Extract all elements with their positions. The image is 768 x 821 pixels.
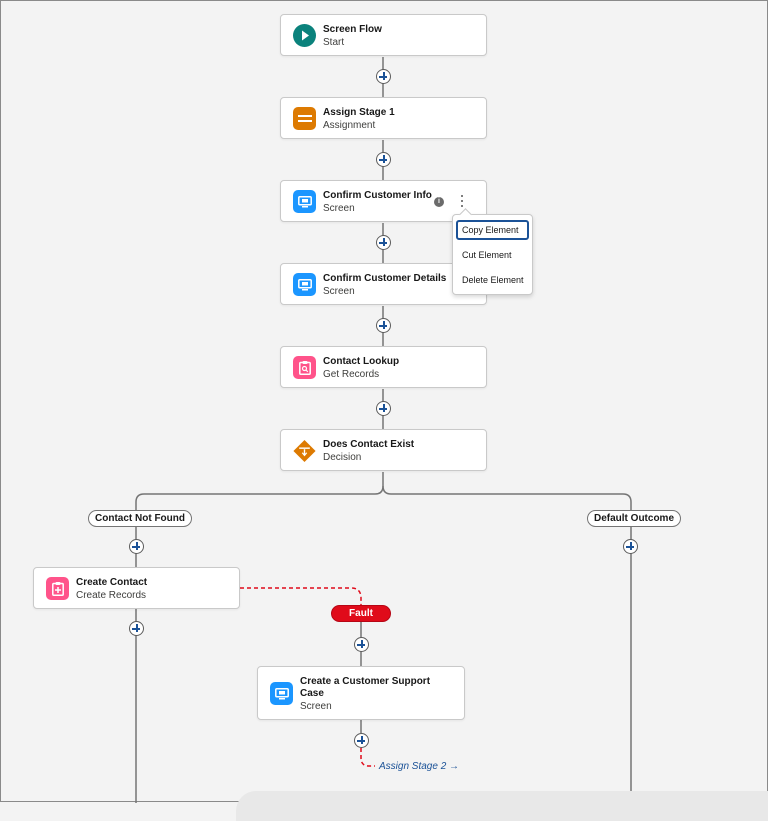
screen-icon xyxy=(293,190,316,213)
node-does-contact-exist[interactable]: Does Contact Exist Decision xyxy=(280,429,487,471)
node-type: Assignment xyxy=(323,120,376,131)
goto-assign-stage-2-link[interactable]: Assign Stage 2 → xyxy=(379,761,460,772)
add-element-button[interactable] xyxy=(376,235,391,250)
connector-layer xyxy=(135,57,632,803)
screen-icon xyxy=(293,273,316,296)
outcome-contact-not-found[interactable]: Contact Not Found xyxy=(88,510,192,527)
node-create-contact[interactable]: Create Contact Create Records xyxy=(33,567,240,609)
add-element-button[interactable] xyxy=(376,318,391,333)
add-element-button[interactable] xyxy=(354,637,369,652)
node-assign-stage-1[interactable]: Assign Stage 1 Assignment xyxy=(280,97,487,139)
node-type: Screen xyxy=(300,701,332,712)
fault-badge: Fault xyxy=(331,605,391,622)
play-icon xyxy=(293,24,316,47)
node-title: Assign Stage 1 xyxy=(323,107,395,118)
bottom-panel-edge xyxy=(236,791,768,821)
node-type: Decision xyxy=(323,452,362,463)
add-element-button[interactable] xyxy=(376,401,391,416)
assignment-icon xyxy=(293,107,316,130)
node-title: Create a Customer Support xyxy=(300,676,431,687)
node-contact-lookup[interactable]: Contact Lookup Get Records xyxy=(280,346,487,388)
node-title: Contact Lookup xyxy=(323,356,400,367)
node-confirm-customer-info[interactable]: Confirm Customer Info Screen xyxy=(280,180,487,222)
add-element-button[interactable] xyxy=(376,152,391,167)
node-type: Screen xyxy=(323,286,355,297)
node-create-customer-support-case[interactable]: Create a Customer Support Case Screen xyxy=(257,666,465,720)
more-actions-icon[interactable] xyxy=(457,194,467,208)
add-element-button[interactable] xyxy=(354,733,369,748)
node-type: Start xyxy=(323,37,345,48)
menu-item-copy-element[interactable]: Copy Element xyxy=(456,220,529,240)
node-title: Confirm Customer Info xyxy=(323,190,432,201)
node-title: Create Contact xyxy=(76,577,148,588)
screen-icon xyxy=(270,682,293,705)
node-title: Screen Flow xyxy=(323,24,382,35)
menu-item-delete-element[interactable]: Delete Element xyxy=(462,275,524,285)
add-element-button[interactable] xyxy=(623,539,638,554)
info-icon[interactable]: i xyxy=(434,197,444,207)
node-type: Screen xyxy=(323,203,355,214)
add-element-button[interactable] xyxy=(376,69,391,84)
node-title: Does Contact Exist xyxy=(323,439,415,450)
add-element-button[interactable] xyxy=(129,621,144,636)
decision-icon xyxy=(293,439,316,462)
menu-item-cut-element[interactable]: Cut Element xyxy=(462,250,512,260)
node-screen-flow-start[interactable]: Screen Flow Start xyxy=(280,14,487,56)
node-type: Get Records xyxy=(323,369,380,380)
get-records-icon xyxy=(293,356,316,379)
outcome-default[interactable]: Default Outcome xyxy=(587,510,682,527)
add-element-button[interactable] xyxy=(129,539,144,554)
create-records-icon xyxy=(46,577,69,600)
element-context-menu: Copy Element Cut Element Delete Element xyxy=(452,208,533,295)
node-title-line2: Case xyxy=(300,688,324,699)
node-type: Create Records xyxy=(76,590,147,601)
node-title: Confirm Customer Details xyxy=(323,273,447,284)
